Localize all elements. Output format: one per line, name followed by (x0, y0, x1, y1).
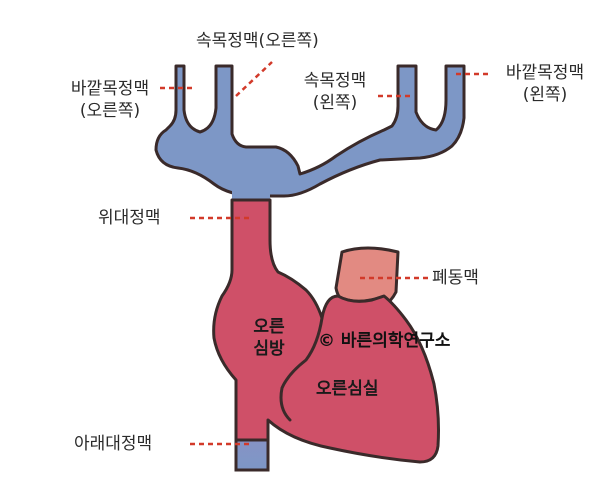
label-left-internal-jugular: 속목정맥 (왼쪽) (290, 70, 380, 114)
label-left-internal-jugular-line1: 속목정맥 (303, 71, 367, 91)
label-inferior-vena-cava: 아래대정맥 (74, 434, 153, 454)
atrium-ventricle-border (279, 316, 324, 422)
label-right-atrium: 오른 심방 (244, 316, 294, 360)
copyright-watermark: © 바른의학연구소 (318, 331, 451, 351)
pulmonary-valve-curve (337, 294, 385, 303)
label-right-external-jugular: 바깥목정맥 (오른쪽) (60, 78, 160, 122)
label-right-atrium-line1: 오른 (253, 317, 285, 337)
leader-right-internal-jugular (235, 61, 273, 97)
label-right-external-jugular-line1: 바깥목정맥 (70, 79, 150, 99)
heart-body (212, 198, 440, 464)
label-left-internal-jugular-line2: (왼쪽) (312, 93, 358, 113)
label-right-external-jugular-line2: (오른쪽) (79, 101, 141, 121)
label-left-external-jugular-line1: 바깥목정맥 (505, 63, 585, 83)
label-pulmonary-artery: 폐동맥 (432, 268, 479, 288)
label-left-external-jugular: 바깥목정맥 (왼쪽) (490, 62, 600, 106)
neck-veins (154, 64, 466, 198)
label-right-atrium-line2: 심방 (253, 339, 285, 359)
label-right-ventricle: 오른심실 (316, 379, 379, 399)
label-left-external-jugular-line2: (왼쪽) (522, 85, 568, 105)
label-right-internal-jugular: 속목정맥(오른쪽) (196, 31, 319, 51)
label-superior-vena-cava: 위대정맥 (98, 208, 161, 228)
